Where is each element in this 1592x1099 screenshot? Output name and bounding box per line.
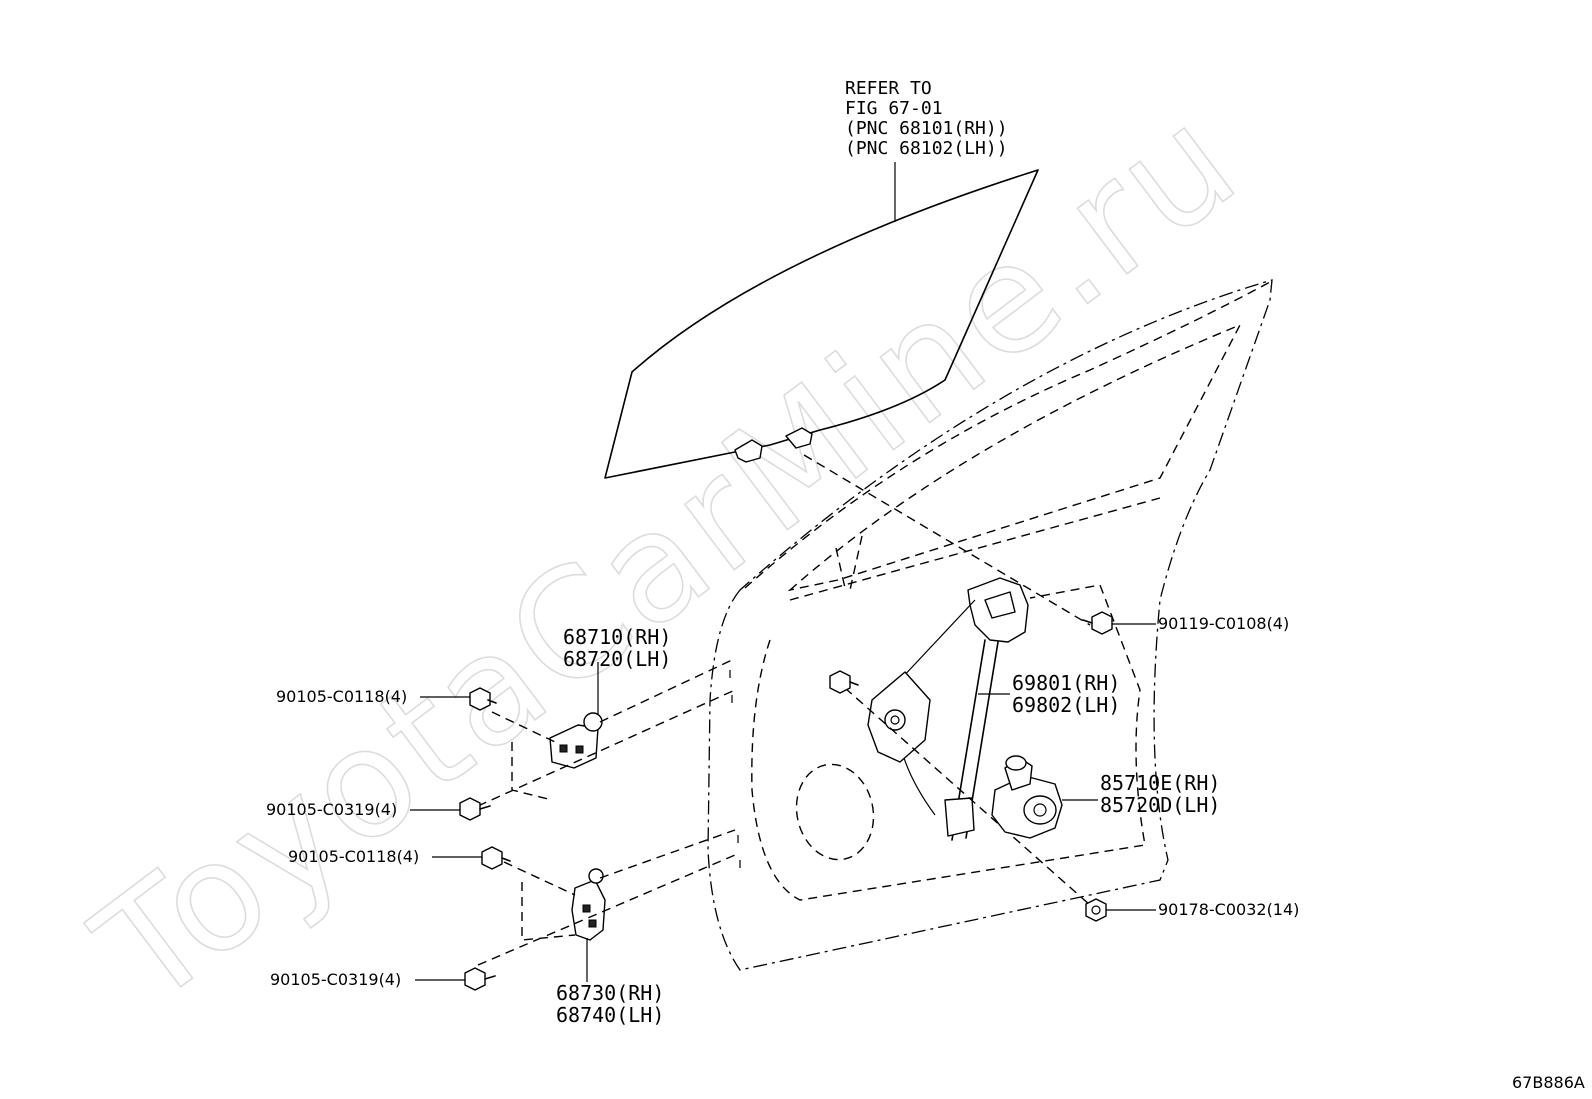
glass-reference-note: REFER TO FIG 67-01 (PNC 68101(RH)) (PNC … (845, 78, 1008, 159)
label-bolt-upper-door: 90105-C0118(4) (276, 687, 407, 706)
door-glass[interactable] (604, 169, 1039, 479)
label-nut-regulator: 90178-C0032(14) (1158, 900, 1299, 919)
diagram-id: 67B886A (1512, 1073, 1585, 1092)
upper-hinge[interactable] (549, 712, 603, 769)
lower-hinge[interactable] (571, 868, 606, 941)
glass-ref-line-2: FIG 67-01 (845, 98, 943, 119)
bolt-glass[interactable] (1082, 611, 1113, 635)
label-regulator-lh: 69802(LH) (1012, 693, 1120, 717)
lower-hinge-dash (477, 829, 736, 966)
window-regulator[interactable] (867, 577, 1029, 841)
label-lower-hinge-rh: 68730(RH) (556, 981, 664, 1005)
label-bolt-lower-body: 90105-C0319(4) (270, 970, 401, 989)
bolt-upper-door[interactable] (469, 687, 497, 711)
nut-regulator[interactable] (1085, 898, 1107, 922)
label-bolt-glass: 90119-C0108(4) (1158, 614, 1289, 633)
door-panel-outline (707, 279, 1273, 971)
glass-ref-line-1: REFER TO (845, 78, 932, 99)
watermark: ToyotaCarMine.ru (66, 73, 1269, 1040)
bolt-regulator-panel[interactable] (829, 670, 859, 694)
window-motor[interactable] (991, 755, 1063, 839)
label-lower-hinge-lh: 68740(LH) (556, 1003, 664, 1027)
label-motor-rh: 85710E(RH) (1100, 771, 1220, 795)
label-upper-hinge-rh: 68710(RH) (563, 625, 671, 649)
bolt-upper-body[interactable] (459, 797, 491, 821)
upper-hinge-dash (477, 659, 736, 807)
glass-ref-line-4: (PNC 68102(LH)) (845, 138, 1008, 159)
label-upper-hinge-lh: 68720(LH) (563, 647, 671, 671)
bolt-lower-door[interactable] (481, 846, 511, 870)
bolt-lower-body[interactable] (464, 967, 496, 991)
regulator-dash (803, 454, 1091, 906)
glass-ref-line-3: (PNC 68101(RH)) (845, 118, 1008, 139)
label-motor-lh: 85720D(LH) (1100, 793, 1220, 817)
label-bolt-lower-door: 90105-C0118(4) (288, 847, 419, 866)
label-bolt-upper-body: 90105-C0319(4) (266, 800, 397, 819)
label-regulator-rh: 69801(RH) (1012, 671, 1120, 695)
